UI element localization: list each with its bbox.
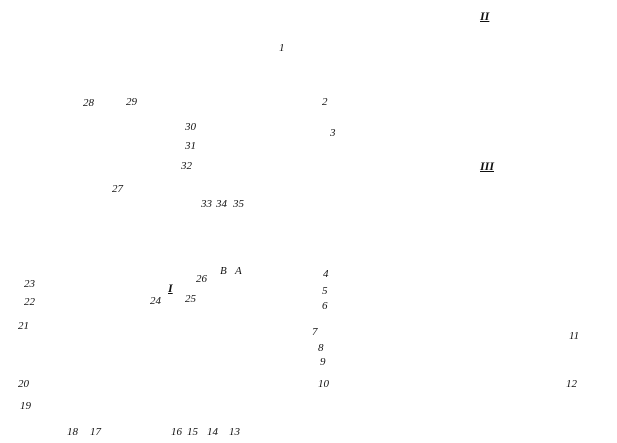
part-label-4: 4 (323, 268, 329, 280)
part-label-18: 18 (67, 426, 78, 438)
part-label-26: 26 (196, 273, 207, 285)
part-label-11: 11 (569, 330, 580, 342)
view-label-III: III (480, 159, 495, 173)
letter-label-b: B (220, 265, 227, 277)
part-label-31: 31 (185, 140, 196, 152)
part-label-10: 10 (318, 378, 329, 390)
part-label-33: 33 (201, 198, 212, 210)
part-label-7: 7 (312, 326, 318, 338)
part-label-27: 27 (112, 183, 123, 195)
part-label-28: 28 (83, 97, 94, 109)
part-label-17: 17 (90, 426, 101, 438)
part-label-5: 5 (322, 285, 328, 297)
part-label-35: 35 (233, 198, 244, 210)
part-label-8: 8 (318, 342, 324, 354)
part-label-24: 24 (150, 295, 161, 307)
part-label-12: 12 (566, 378, 577, 390)
part-label-13: 13 (229, 426, 240, 438)
part-label-32: 32 (181, 160, 192, 172)
part-label-19: 19 (20, 400, 31, 412)
part-label-2: 2 (322, 96, 328, 108)
part-label-21: 21 (18, 320, 29, 332)
part-label-6: 6 (322, 300, 328, 312)
part-label-20: 20 (18, 378, 29, 390)
part-label-3: 3 (330, 127, 336, 139)
part-label-34: 34 (216, 198, 227, 210)
part-label-30: 30 (185, 121, 196, 133)
letter-label-a: A (235, 265, 242, 277)
part-label-29: 29 (126, 96, 137, 108)
part-label-22: 22 (24, 296, 35, 308)
view-label-II: II (480, 9, 490, 23)
part-label-14: 14 (207, 426, 218, 438)
view-label-I: I (168, 281, 173, 295)
part-label-15: 15 (187, 426, 198, 438)
part-label-23: 23 (24, 278, 35, 290)
part-label-9: 9 (320, 356, 326, 368)
part-label-16: 16 (171, 426, 182, 438)
part-label-1: 1 (279, 42, 285, 54)
part-label-25: 25 (185, 293, 196, 305)
